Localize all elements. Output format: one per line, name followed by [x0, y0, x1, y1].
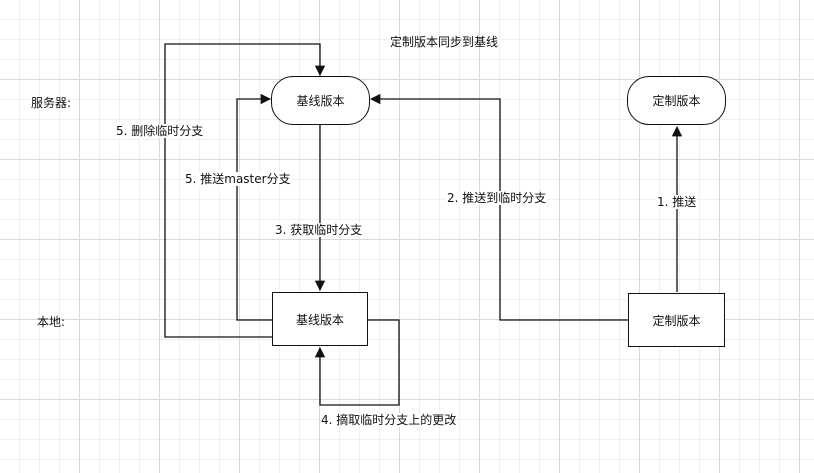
node-server-custom: 定制版本 — [627, 76, 726, 125]
edge-cherry-pick — [314, 319, 400, 406]
edge-label-delete-temp-branch: 5. 删除临时分支 — [115, 124, 205, 138]
node-server-custom-label: 定制版本 — [652, 94, 701, 108]
node-server-baseline: 基线版本 — [271, 76, 370, 125]
node-local-custom: 定制版本 — [628, 293, 725, 347]
row-label-server: 服务器: — [31, 96, 72, 110]
edge-label-push-master: 5. 推送master分支 — [184, 172, 292, 186]
edge-label-push-temp-branch: 2. 推送到临时分支 — [446, 191, 548, 205]
edge-push-master — [236, 93, 272, 321]
row-label-local: 本地: — [37, 315, 66, 329]
edge-delete-temp-branch — [164, 43, 326, 338]
node-local-custom-label: 定制版本 — [652, 313, 701, 328]
edge-push-temp-branch — [369, 93, 628, 321]
node-local-baseline-label: 基线版本 — [295, 312, 344, 327]
diagram-title: 定制版本同步到基线 — [390, 35, 499, 49]
edge-label-fetch-temp-branch: 3. 获取临时分支 — [274, 223, 364, 237]
node-local-baseline: 基线版本 — [272, 292, 368, 346]
node-server-baseline-label: 基线版本 — [296, 94, 345, 108]
edge-label-push: 1. 推送 — [656, 195, 698, 209]
edge-label-cherry-pick: 4. 摘取临时分支上的更改 — [320, 413, 458, 427]
